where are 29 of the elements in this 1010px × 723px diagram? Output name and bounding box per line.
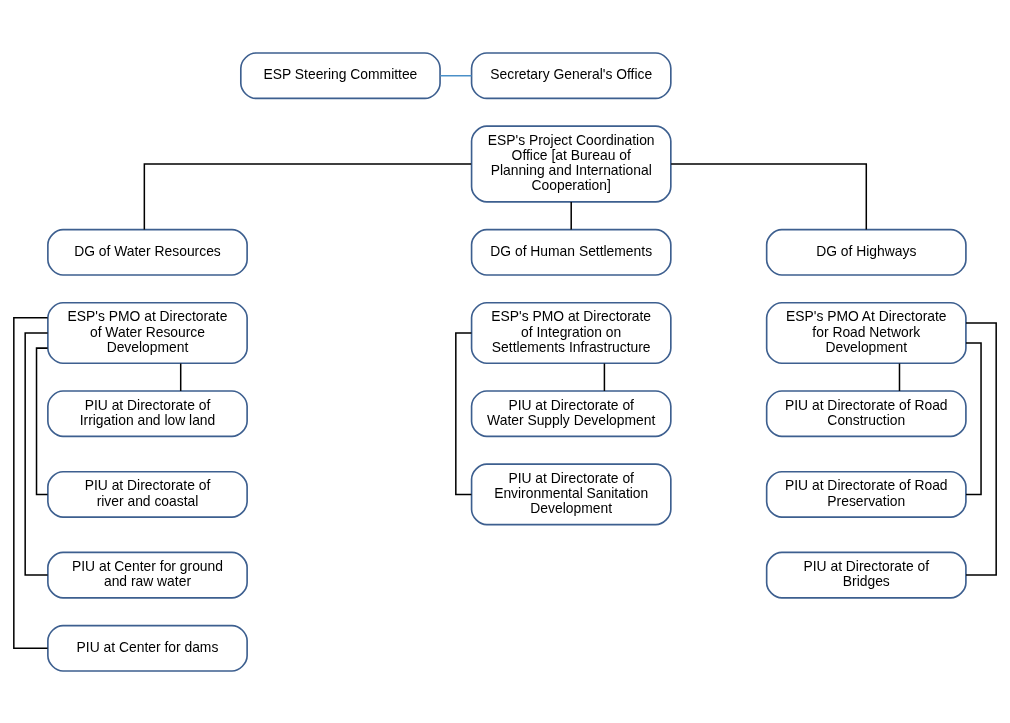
connector xyxy=(13,316,49,649)
node-box: ESP's PMO at Directorate of Integration on Settlements Infrastructure xyxy=(470,301,672,364)
connector xyxy=(965,321,997,576)
connector xyxy=(143,162,472,230)
node-box: ESP's PMO At Directorate for Road Network Development xyxy=(765,301,967,364)
node-box: PIU at Directorate of river and coastal xyxy=(47,470,248,518)
node-box: ESP Steering Committee xyxy=(240,51,441,99)
connector xyxy=(439,74,473,76)
node-box: DG of Human Settlements xyxy=(470,228,672,276)
connector xyxy=(570,200,572,230)
node-box: ESP's PMO at Directorate of Water Resource Development xyxy=(47,301,248,364)
node-box: PIU at Directorate of Water Supply Development xyxy=(470,389,672,437)
connector xyxy=(603,362,606,392)
connector xyxy=(35,346,49,495)
node-box: PIU at Directorate of Bridges xyxy=(765,551,967,599)
node-box: DG of Highways xyxy=(765,228,967,276)
connector xyxy=(24,331,49,576)
connector xyxy=(179,362,182,392)
node-box: ESP's Project Coordination Office [at Bureau of Planning and International Cooperation] xyxy=(470,124,672,203)
node-box: Secretary General's Office xyxy=(470,51,672,99)
node-box: DG of Water Resources xyxy=(47,228,248,276)
node-box: PIU at Center for ground and raw water xyxy=(47,551,248,599)
node-box: PIU at Directorate of Irrigation and low land xyxy=(47,389,248,437)
node-box: PIU at Directorate of Environmental Sanitation Development xyxy=(470,462,672,525)
node-box: PIU at Directorate of Road Construction xyxy=(765,389,967,437)
connector xyxy=(898,362,901,392)
node-box: PIU at Center for dams xyxy=(47,624,248,672)
node-box: PIU at Directorate of Road Preservation xyxy=(765,470,967,518)
connector xyxy=(670,162,868,230)
